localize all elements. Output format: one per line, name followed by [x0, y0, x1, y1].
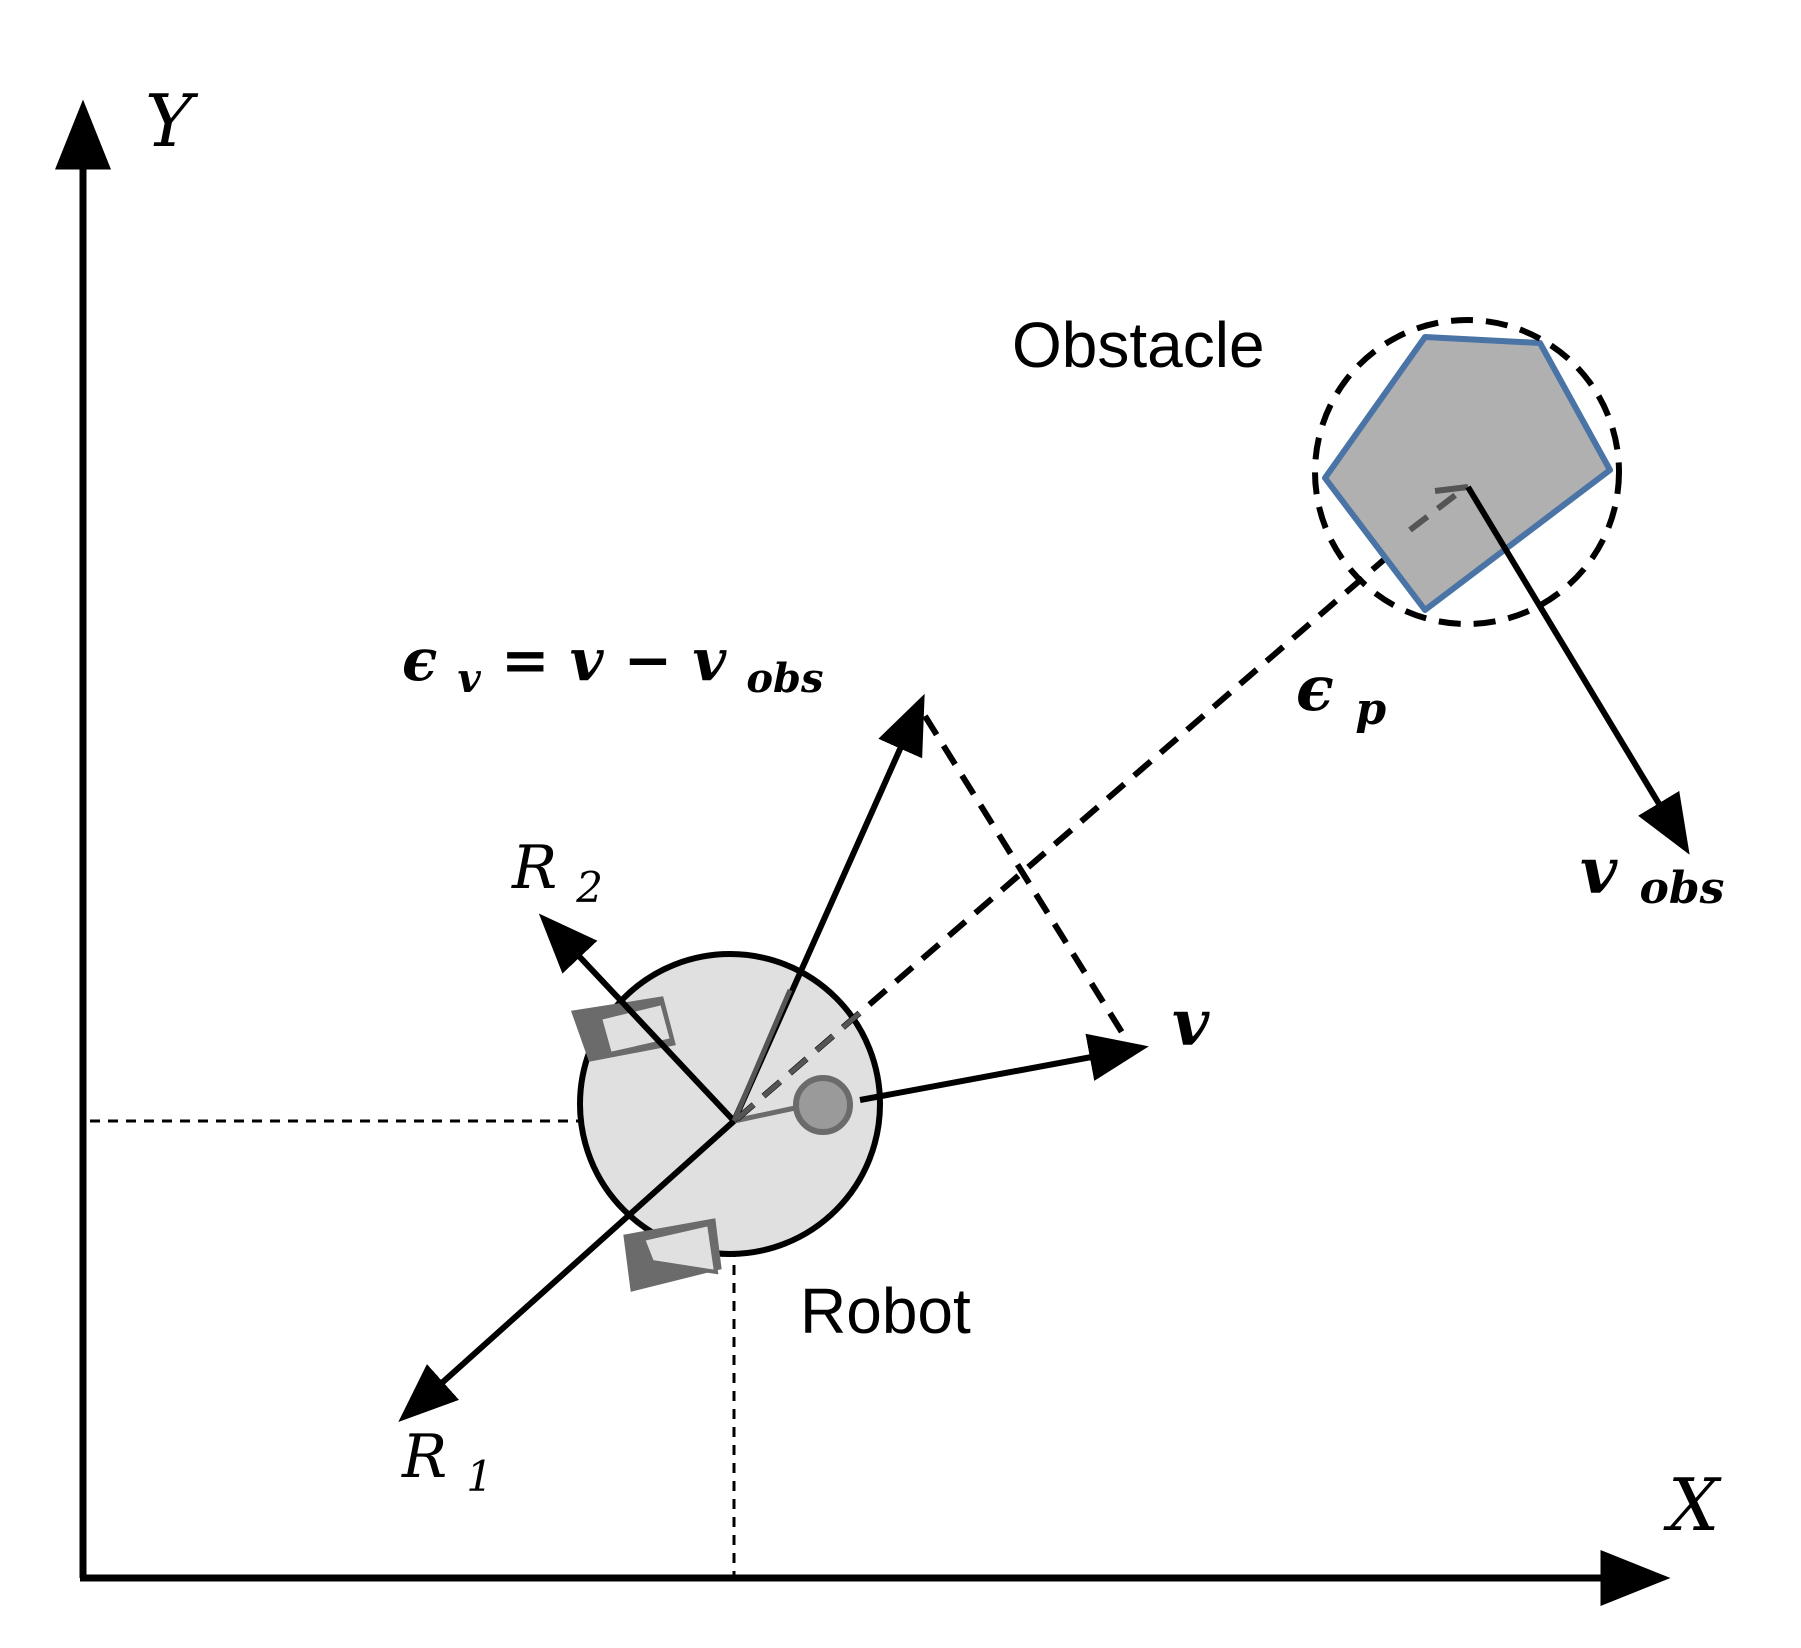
- robot-wheel-upper-inner: [597, 1000, 675, 1057]
- caster-wheel: [793, 1075, 853, 1135]
- epsilon-v-rhs-sub: obs: [746, 655, 823, 702]
- r1-label: R 1: [401, 1422, 493, 1501]
- obstacle-inner-tick: [1434, 484, 1469, 494]
- epsilon-v-eps-sub: v: [458, 655, 482, 702]
- v-arrow: [859, 1033, 1149, 1103]
- r2-arrow: [538, 913, 737, 1124]
- r1-label-sub: 1: [466, 1452, 493, 1501]
- epsilon-v-eps: ϵ: [402, 626, 437, 694]
- v-label: v: [1172, 986, 1210, 1061]
- r1-arrow: [398, 1118, 737, 1423]
- y-axis-label: Y: [145, 79, 199, 163]
- epsilon-v-dashed-side: [922, 714, 1126, 1036]
- epsilon-v-rhs: = v − v: [501, 626, 727, 694]
- epsilon-p-label-base: ϵ: [1296, 652, 1334, 725]
- epsilon-v-inner-segment: [731, 989, 793, 1122]
- epsilon-v-equation: ϵ v = v − v obs: [402, 626, 824, 706]
- r2-label-base: R: [511, 833, 557, 903]
- v-obs-label: v obs: [1580, 834, 1724, 914]
- v-obs-label-base: v: [1580, 834, 1618, 909]
- robot-label: Robot: [800, 1275, 971, 1347]
- obstacle-shape: [1322, 334, 1613, 613]
- r2-label-sub: 2: [575, 863, 603, 912]
- r1-label-base: R: [401, 1422, 447, 1492]
- robot-wheel-lower-inner: [640, 1221, 719, 1275]
- epsilon-p-label: ϵ p: [1296, 652, 1386, 735]
- x-axis-label: X: [1663, 1463, 1722, 1547]
- obstacle-safety-circle: [1312, 317, 1622, 627]
- r2-label: R 2: [511, 833, 603, 912]
- obstacle-label: Obstacle: [1012, 309, 1265, 381]
- v-obs-label-sub: obs: [1639, 863, 1724, 914]
- caster-arm: [733, 1105, 796, 1124]
- obstacle-inner-dash: [1408, 487, 1464, 533]
- epsilon-p-inner-segment: [735, 1009, 864, 1121]
- epsilon-p-label-sub: p: [1355, 684, 1386, 735]
- v-obs-arrow: [1465, 485, 1690, 855]
